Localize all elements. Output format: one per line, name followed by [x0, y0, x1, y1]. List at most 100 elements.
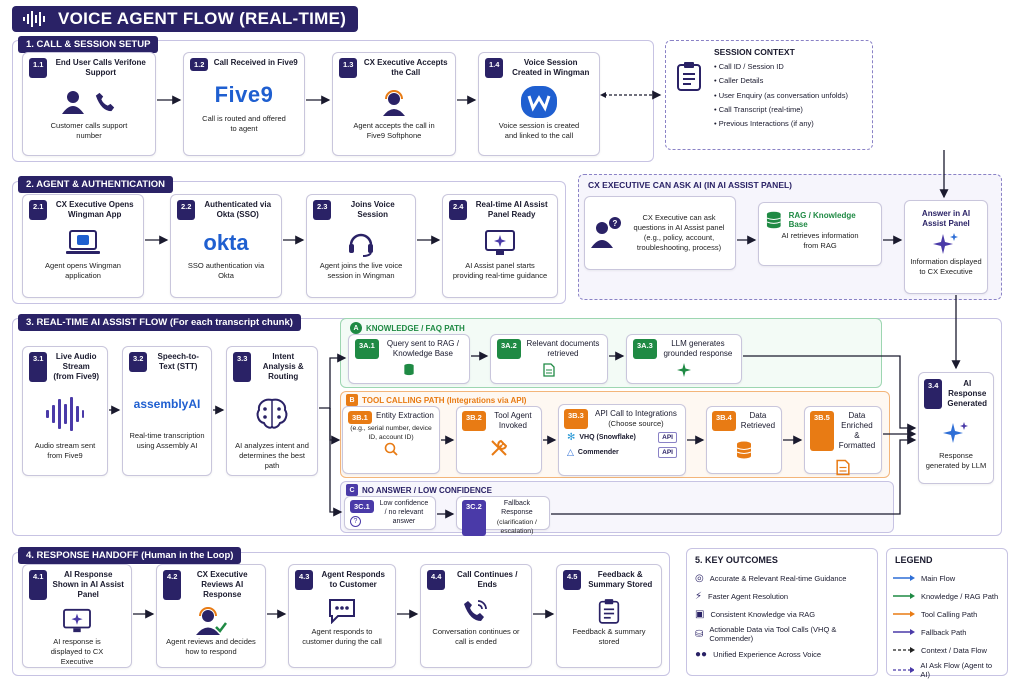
ask-ai-panel-label: CX EXECUTIVE CAN ASK AI (IN AI ASSIST PA… [588, 180, 793, 190]
card-desc: Agent reviews and decides how to respond [166, 637, 256, 657]
sparkle-icon [677, 363, 691, 377]
page-title-banner: VOICE AGENT FLOW (REAL-TIME) [12, 6, 358, 32]
card-1-1: 1.1 End User Calls Verifone Support Cust… [22, 52, 156, 156]
legend-item: AI Ask Flow (Agent to AI) [893, 659, 1001, 681]
path-c-header: C NO ANSWER / LOW CONFIDENCE [346, 484, 492, 496]
section-2-label: 2. AGENT & AUTHENTICATION [18, 176, 173, 193]
headset-icon [349, 233, 373, 257]
users-icon: ●● [695, 648, 708, 660]
card-desc: AI analyzes intent and determines the be… [235, 441, 309, 471]
svg-text:?: ? [613, 219, 618, 228]
outcome-item: ●●Unified Experience Across Voice [695, 648, 822, 660]
step-badge: 3A.1 [355, 339, 379, 359]
card-3b-3: 3B.3 API Call to Integrations (Choose so… [558, 404, 686, 476]
card-title: Answer in AI Assist Panel [921, 209, 971, 228]
monitor-ai-icon [485, 230, 515, 255]
card-2-3: 2.3 Joins Voice Session Agent joins the … [306, 194, 416, 298]
step-badge: 3.1 [29, 352, 48, 382]
card-desc: AI retrieves information from RAG [781, 231, 859, 251]
card-title: Fallback Response [501, 500, 533, 516]
legend-item: Context / Data Flow [893, 641, 1001, 659]
headset-agent-icon [383, 90, 405, 116]
card-title: Relevant documents retrieved [526, 339, 600, 358]
legend-item: Tool Calling Path [893, 605, 1001, 623]
sparkle-icon [943, 422, 968, 443]
outcome-item: ◎Accurate & Relevant Real-time Guidance [695, 572, 847, 584]
step-badge: 2.2 [177, 200, 196, 220]
step-badge: 4.3 [295, 570, 314, 590]
target-icon: ◎ [695, 572, 704, 584]
five9-logo: Five9 [214, 82, 274, 107]
card-title: Intent Analysis & Routing [262, 352, 304, 381]
card-title: CX Executive Reviews AI Response [196, 570, 248, 599]
step-badge: 1.1 [29, 58, 48, 78]
card-title: CX Executive Opens Wingman App [55, 200, 134, 219]
context-flow-arrow-icon [893, 647, 915, 653]
card-title: Joins Voice Session [350, 200, 395, 219]
card-desc: Agent responds to customer during the ca… [302, 627, 382, 647]
step-badge: 3A.3 [633, 339, 657, 359]
wingman-logo-icon [521, 86, 557, 118]
card-title: Feedback & Summary Stored [588, 570, 653, 589]
database-icon [736, 441, 752, 459]
brain-icon [256, 398, 288, 429]
step-badge: 3B.4 [712, 411, 736, 431]
session-context-panel: SESSION CONTEXT • Call ID / Session ID •… [665, 40, 873, 150]
voice-wave-icon [23, 11, 45, 27]
chat-bubble-icon [329, 599, 355, 624]
card-1-3: 1.3 CX Executive Accepts the Call Agent … [332, 52, 456, 156]
card-3a-3: 3A.3 LLM generates grounded response [626, 334, 742, 384]
path-a-header: A KNOWLEDGE / FAQ PATH [350, 322, 465, 334]
phone-icon [95, 92, 115, 112]
assemblyai-logo: assemblyAI [133, 397, 201, 411]
clipboard-icon [677, 62, 701, 91]
path-c-label: NO ANSWER / LOW CONFIDENCE [362, 485, 492, 495]
card-4-2: 4.2 CX Executive Reviews AI Response Age… [156, 564, 266, 668]
clipboard-icon [598, 599, 620, 624]
rag-title: RAG / Knowledge Base [788, 211, 856, 229]
card-title: Query sent to RAG / Knowledge Base [386, 339, 459, 358]
context-item: • User Enquiry (as conversation unfolds) [714, 90, 848, 100]
step-badge: 4.2 [163, 570, 182, 600]
card-desc: Response generated by LLM [925, 451, 987, 471]
agent-check-icon [196, 607, 227, 635]
card-3-4: 3.4 AI Response Generated Response gener… [918, 372, 994, 484]
card-rag-kb: RAG / Knowledge Base AI retrieves inform… [758, 202, 882, 266]
card-title: Agent Responds to Customer [321, 570, 385, 589]
rag-path-arrow-icon [893, 593, 915, 599]
card-1-2: 1.2 Call Received in Five9 Five9 Call is… [183, 52, 305, 156]
card-desc: Call is routed and offered to agent [202, 114, 286, 134]
card-title: Call Continues / Ends [456, 570, 518, 589]
section-3-label: 3. REAL-TIME AI ASSIST FLOW (For each tr… [18, 314, 301, 331]
commender-icon: △ [567, 447, 574, 458]
card-3c-1: 3C.1 Low confidence / no relevant answer [344, 496, 436, 530]
page-title: VOICE AGENT FLOW (REAL-TIME) [58, 9, 347, 28]
step-badge: 4.1 [29, 570, 48, 600]
card-desc: (e.g., serial number, device ID, account… [350, 425, 432, 442]
magnifier-icon [384, 443, 398, 456]
fallback-path-arrow-icon [893, 629, 915, 635]
document-icon [543, 363, 555, 377]
user-icon [62, 91, 84, 114]
card-title: Real-time AI Assist Panel Ready [475, 200, 548, 219]
step-badge: 3C.1 [350, 500, 374, 513]
card-desc: (Choose source) [608, 419, 664, 428]
bolt-icon: ⚡ [695, 590, 703, 602]
card-3b-2: 3B.2 Tool Agent Invoked [456, 406, 542, 474]
card-answer-panel: Answer in AI Assist Panel Information di… [904, 200, 988, 294]
card-desc: Customer calls support number [50, 121, 128, 141]
card-2-2: 2.2 Authenticated via Okta (SSO) okta SS… [170, 194, 282, 298]
card-desc: (clarification / escalation) [496, 518, 537, 535]
card-title: Entity Extraction [376, 411, 434, 420]
step-badge: 3A.2 [497, 339, 521, 359]
card-title: Live Audio Stream (from Five9) [53, 352, 100, 381]
card-desc: Real-time transcription using Assembly A… [129, 431, 205, 451]
card-desc: Voice session is created and linked to t… [498, 121, 580, 141]
step-badge: 1.4 [485, 58, 504, 78]
card-4-5: 4.5 Feedback & Summary Stored Feedback &… [556, 564, 662, 668]
card-ask-question: ? CX Executive can ask questions in AI A… [584, 196, 736, 270]
path-a-letter: A [350, 322, 362, 334]
card-desc: Agent accepts the call in Five9 Softphon… [353, 121, 435, 141]
card-title: Data Retrieved [740, 411, 776, 430]
tool-path-arrow-icon [893, 611, 915, 617]
